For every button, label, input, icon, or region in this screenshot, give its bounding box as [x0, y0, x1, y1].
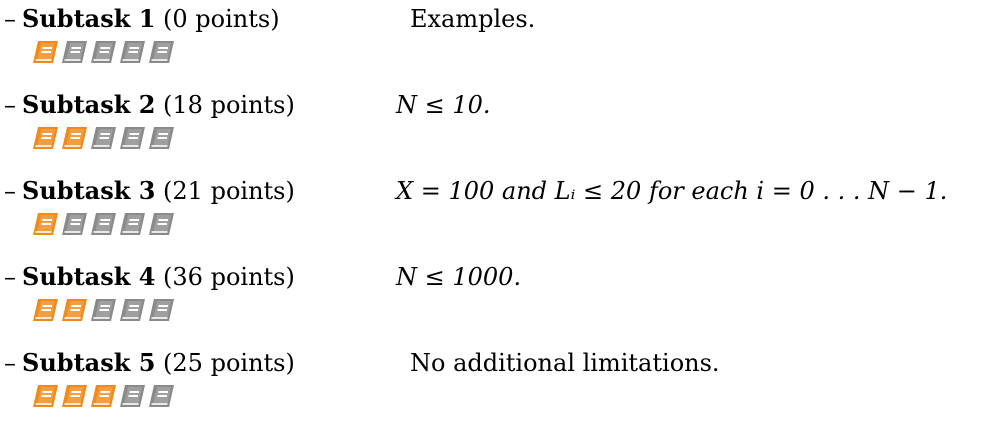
book-icon-empty [120, 213, 145, 235]
subtask-description: N ≤ 10. [396, 91, 491, 119]
subtask-points: (0 points) [163, 5, 280, 33]
subtask-description: Examples. [410, 5, 536, 33]
subtask-3: –Subtask 3 (21 points) X = 100 and Lᵢ ≤ … [4, 172, 994, 252]
difficulty-rating [32, 40, 175, 64]
difficulty-rating [32, 298, 175, 322]
book-icon-filled [91, 385, 116, 407]
difficulty-rating [32, 126, 175, 150]
subtask-1: –Subtask 1 (0 points) Examples. [4, 0, 994, 80]
book-icon-empty [91, 127, 116, 149]
subtask-points: (18 points) [163, 91, 295, 119]
book-icon-empty [91, 213, 116, 235]
subtask-label: Subtask 1 [22, 4, 156, 33]
book-icon-empty [149, 127, 174, 149]
subtask-label: Subtask 3 [22, 176, 156, 205]
difficulty-rating [32, 212, 175, 236]
book-icon-filled [33, 213, 58, 235]
subtask-heading: –Subtask 1 (0 points) [4, 4, 280, 34]
book-icon-empty [149, 213, 174, 235]
subtask-points: (36 points) [163, 263, 295, 291]
list-dash: – [4, 91, 16, 119]
book-icon-empty [62, 41, 87, 63]
subtask-label: Subtask 2 [22, 90, 156, 119]
list-dash: – [4, 349, 16, 377]
book-icon-filled [62, 299, 87, 321]
list-dash: – [4, 263, 16, 291]
book-icon-empty [149, 41, 174, 63]
list-dash: – [4, 177, 16, 205]
subtask-heading: –Subtask 5 (25 points) [4, 348, 295, 378]
book-icon-empty [149, 299, 174, 321]
subtask-heading: –Subtask 4 (36 points) [4, 262, 295, 292]
subtask-heading: –Subtask 3 (21 points) [4, 176, 295, 206]
subtask-description: No additional limitations. [410, 349, 720, 377]
subtask-label: Subtask 4 [22, 262, 156, 291]
book-icon-filled [33, 385, 58, 407]
book-icon-filled [62, 385, 87, 407]
book-icon-empty [120, 41, 145, 63]
difficulty-rating [32, 384, 175, 408]
book-icon-empty [62, 213, 87, 235]
book-icon-empty [91, 41, 116, 63]
book-icon-filled [33, 299, 58, 321]
subtask-heading: –Subtask 2 (18 points) [4, 90, 295, 120]
subtask-5: –Subtask 5 (25 points) No additional lim… [4, 344, 994, 424]
book-icon-filled [62, 127, 87, 149]
book-icon-filled [33, 127, 58, 149]
subtask-points: (25 points) [163, 349, 295, 377]
subtask-2: –Subtask 2 (18 points) N ≤ 10. [4, 86, 994, 166]
list-dash: – [4, 5, 16, 33]
book-icon-empty [120, 385, 145, 407]
book-icon-empty [91, 299, 116, 321]
subtask-description: N ≤ 1000. [396, 263, 522, 291]
book-icon-empty [149, 385, 174, 407]
book-icon-filled [33, 41, 58, 63]
subtask-points: (21 points) [163, 177, 295, 205]
subtask-label: Subtask 5 [22, 348, 156, 377]
book-icon-empty [120, 127, 145, 149]
book-icon-empty [120, 299, 145, 321]
subtask-description: X = 100 and Lᵢ ≤ 20 for each i = 0 . . .… [396, 177, 948, 205]
subtask-4: –Subtask 4 (36 points) N ≤ 1000. [4, 258, 994, 338]
